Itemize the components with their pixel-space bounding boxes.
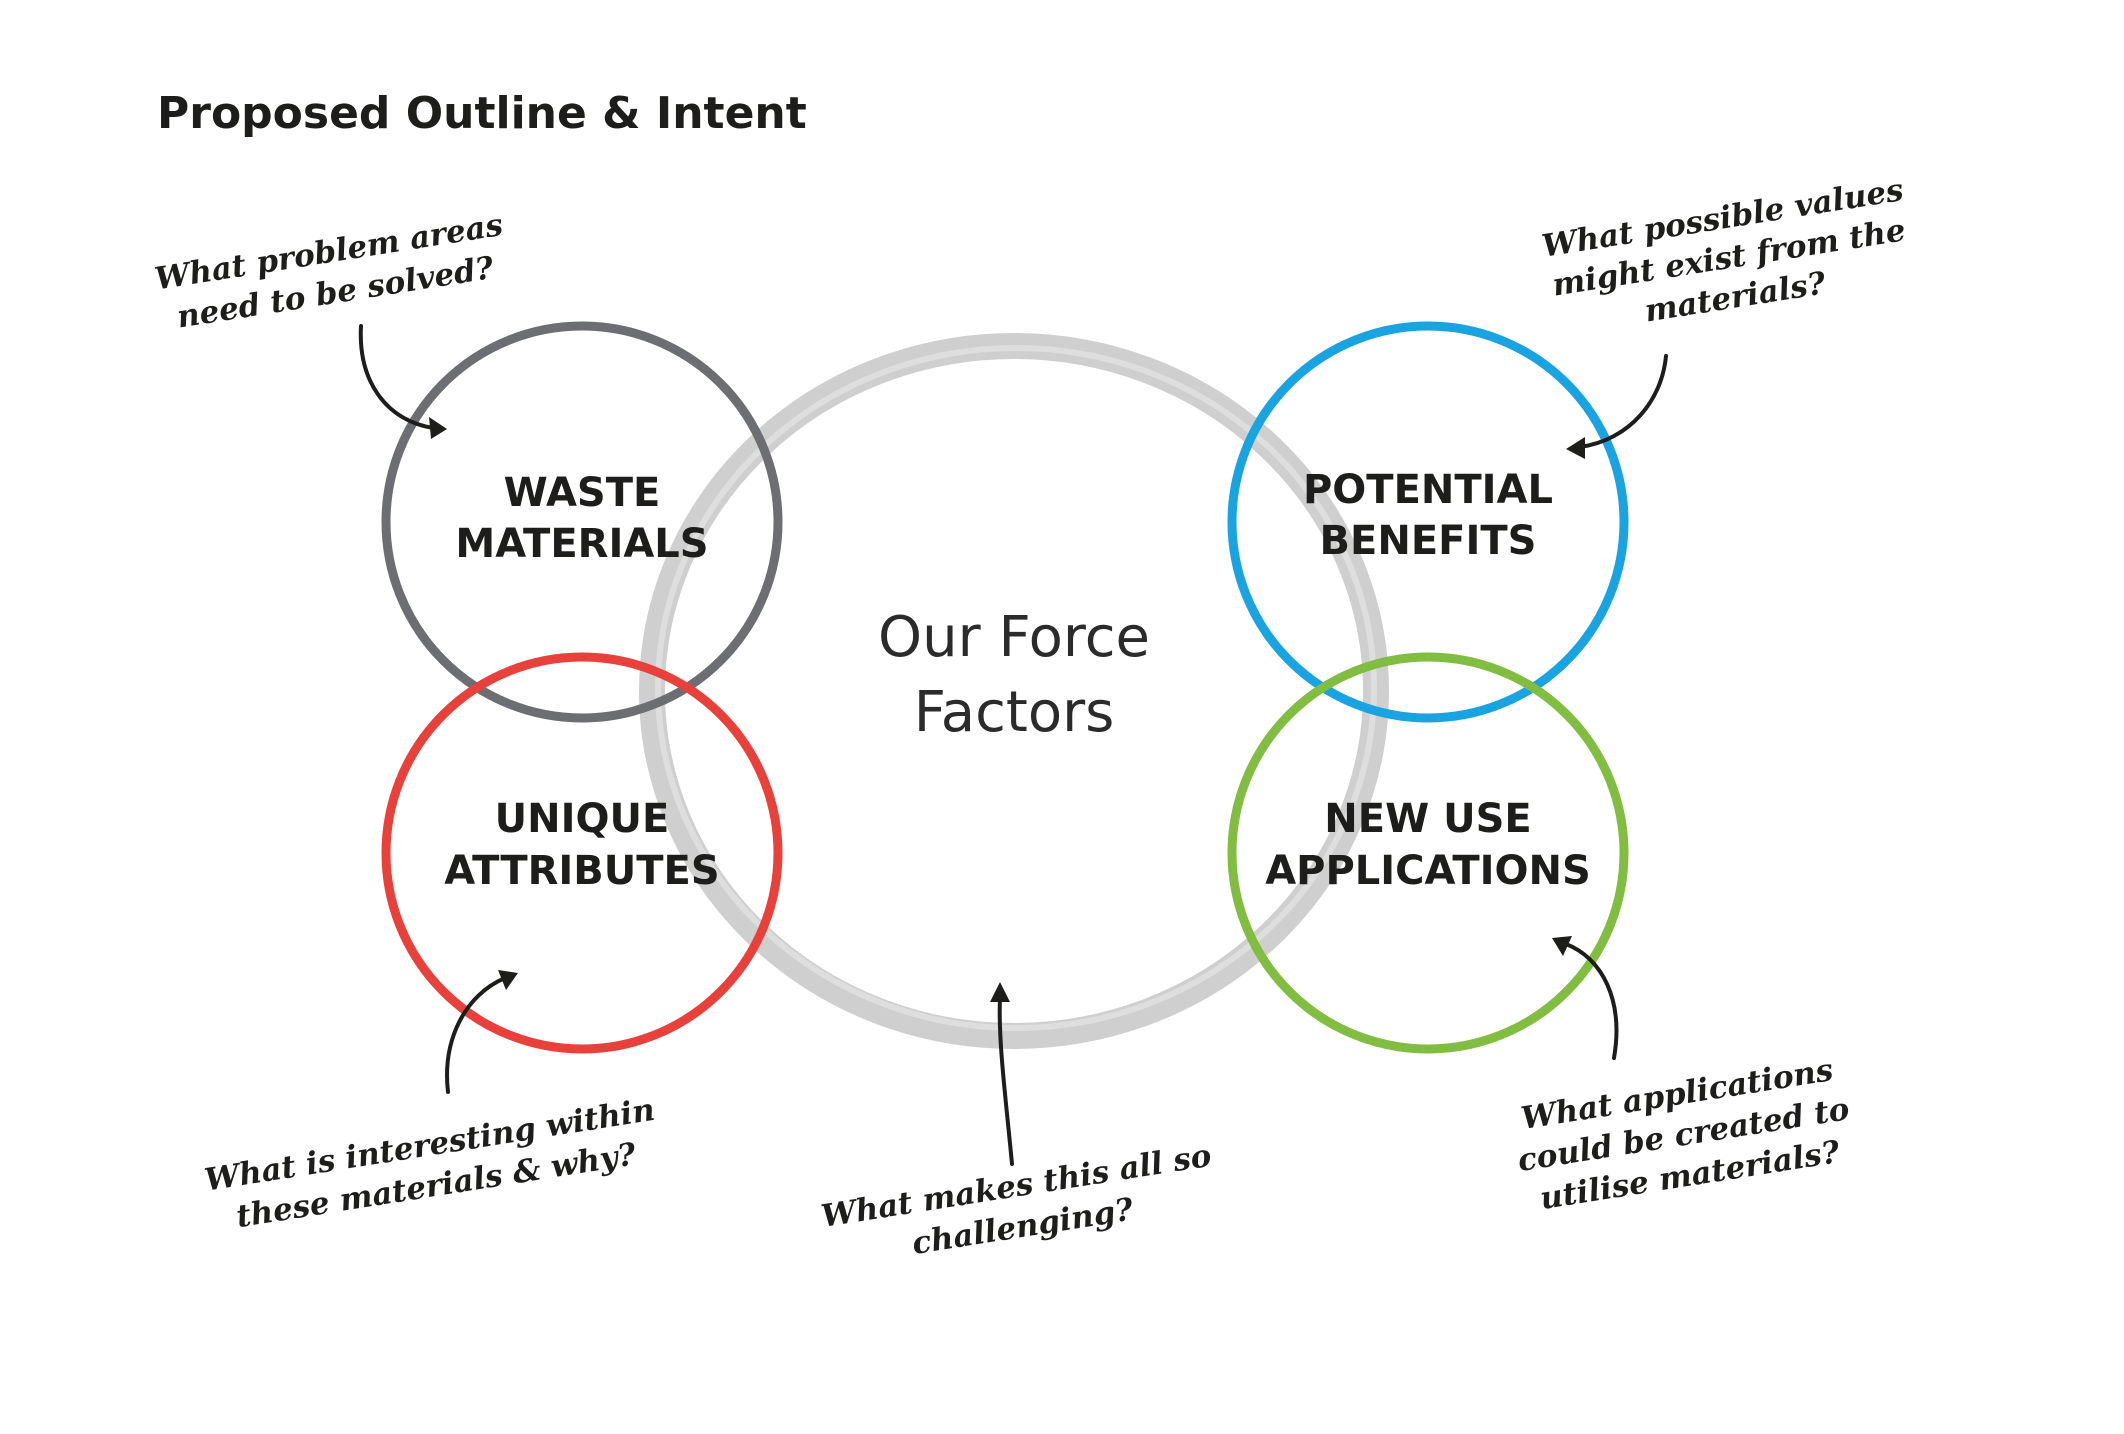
arrow-possible-values-head xyxy=(1566,437,1585,459)
center-label: Our Force Factors xyxy=(878,605,1150,745)
arrow-challenging-line xyxy=(997,996,1014,1166)
question-applications: What applications could be created to ut… xyxy=(1515,1052,1852,1217)
arrow-interesting-within-head xyxy=(498,970,518,990)
new-use-applications-label-line1: NEW USE xyxy=(1324,796,1531,842)
arrow-possible-values xyxy=(1566,354,1668,459)
center-ring-texture xyxy=(655,345,1377,1031)
arrow-problem-areas xyxy=(358,324,447,439)
arrow-problem-areas-head xyxy=(429,417,447,439)
arrow-challenging-head xyxy=(990,982,1010,1002)
unique-attributes-label-line1: UNIQUE xyxy=(495,796,670,842)
arrow-applications-line xyxy=(1564,942,1619,1060)
unique-attributes-node: UNIQUE ATTRIBUTES xyxy=(381,652,783,1054)
center-label-line1: Our Force xyxy=(878,605,1150,670)
arrow-problem-areas-line xyxy=(358,324,435,430)
potential-benefits-node: POTENTIAL BENEFITS xyxy=(1227,321,1629,723)
question-problem-areas: What problem areas need to be solved? xyxy=(152,207,505,336)
question-interesting-within: What is interesting within these materia… xyxy=(202,1092,657,1235)
waste-materials-label-line1: WASTE xyxy=(504,470,661,516)
waste-materials-node: WASTE MATERIALS xyxy=(381,321,783,723)
arrow-challenging xyxy=(990,982,1014,1166)
question-possible-values: What possible values might exist from th… xyxy=(1540,172,1909,329)
new-use-applications-label-line2: APPLICATIONS xyxy=(1265,848,1591,894)
potential-benefits-label-line1: POTENTIAL xyxy=(1303,467,1553,513)
center-ring xyxy=(639,333,1389,1049)
waste-materials-circle xyxy=(381,321,783,723)
new-use-applications-circle xyxy=(1227,652,1629,1054)
potential-benefits-label-line2: BENEFITS xyxy=(1320,518,1537,564)
waste-materials-label-line2: MATERIALS xyxy=(455,521,708,567)
potential-benefits-circle xyxy=(1227,321,1629,723)
arrow-applications-head xyxy=(1552,936,1572,956)
unique-attributes-circle xyxy=(381,652,783,1054)
center-label-line2: Factors xyxy=(914,680,1115,745)
question-challenging: What makes this all so challenging? xyxy=(819,1138,1214,1262)
arrow-applications xyxy=(1552,936,1619,1060)
arrow-possible-values-line xyxy=(1578,354,1668,449)
new-use-applications-node: NEW USE APPLICATIONS xyxy=(1227,652,1629,1054)
unique-attributes-label-line2: ATTRIBUTES xyxy=(444,848,719,894)
arrow-interesting-within xyxy=(445,970,518,1094)
page-title: Proposed Outline & Intent xyxy=(157,88,807,139)
arrow-interesting-within-line xyxy=(445,976,507,1094)
